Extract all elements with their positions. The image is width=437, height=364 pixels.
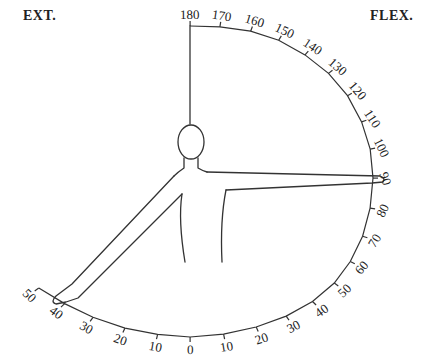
tick-mark bbox=[251, 27, 253, 32]
degree-number: 0 bbox=[187, 343, 194, 356]
degree-number: 20 bbox=[253, 330, 270, 347]
degree-number: 40 bbox=[312, 301, 330, 319]
degree-number: 150 bbox=[273, 20, 296, 40]
tick-mark bbox=[279, 36, 282, 40]
tick-mark bbox=[219, 22, 221, 27]
tick-mark bbox=[363, 236, 368, 238]
tick-mark bbox=[350, 262, 355, 264]
tick-mark bbox=[61, 304, 65, 308]
extended-arm bbox=[53, 176, 182, 304]
head bbox=[178, 125, 204, 159]
tick-mark bbox=[123, 328, 125, 333]
degree-number: 120 bbox=[346, 79, 369, 102]
tick-mark bbox=[370, 208, 375, 210]
degree-number: 10 bbox=[219, 339, 234, 354]
degree-number: 170 bbox=[211, 8, 232, 24]
degree-number: 160 bbox=[244, 11, 266, 29]
tick-mark bbox=[224, 334, 225, 339]
tick-mark bbox=[157, 334, 158, 339]
degree-number: 100 bbox=[372, 136, 392, 159]
degree-number: 90 bbox=[377, 170, 393, 186]
degree-number: 50 bbox=[335, 281, 353, 299]
degree-number: 50 bbox=[20, 286, 38, 304]
degree-number: 110 bbox=[362, 107, 383, 130]
tick-mark bbox=[334, 283, 338, 286]
tick-mark bbox=[256, 327, 258, 332]
tick-mark bbox=[190, 337, 191, 342]
tick-mark bbox=[90, 317, 93, 321]
tick-mark bbox=[35, 288, 39, 291]
tick-mark bbox=[286, 316, 289, 320]
degree-number: 10 bbox=[148, 339, 163, 354]
degree-number: 30 bbox=[78, 319, 96, 337]
reference-line bbox=[189, 26, 190, 124]
flexed-arm bbox=[207, 172, 384, 190]
degree-number: 20 bbox=[112, 331, 129, 348]
tick-mark bbox=[305, 51, 308, 55]
direction-label: EXT. bbox=[23, 9, 56, 23]
degree-number: 40 bbox=[47, 303, 65, 321]
degree-number: 60 bbox=[352, 258, 370, 276]
direction-label: FLEX. bbox=[370, 9, 413, 23]
degree-number: 80 bbox=[374, 202, 391, 219]
degree-number: 30 bbox=[285, 318, 303, 336]
degree-number: 180 bbox=[180, 8, 200, 21]
degree-arc bbox=[39, 26, 373, 337]
torso bbox=[174, 158, 226, 262]
degree-number: 70 bbox=[366, 232, 384, 250]
tick-mark bbox=[190, 21, 191, 26]
tick-mark bbox=[373, 178, 378, 179]
tick-mark bbox=[313, 302, 317, 306]
